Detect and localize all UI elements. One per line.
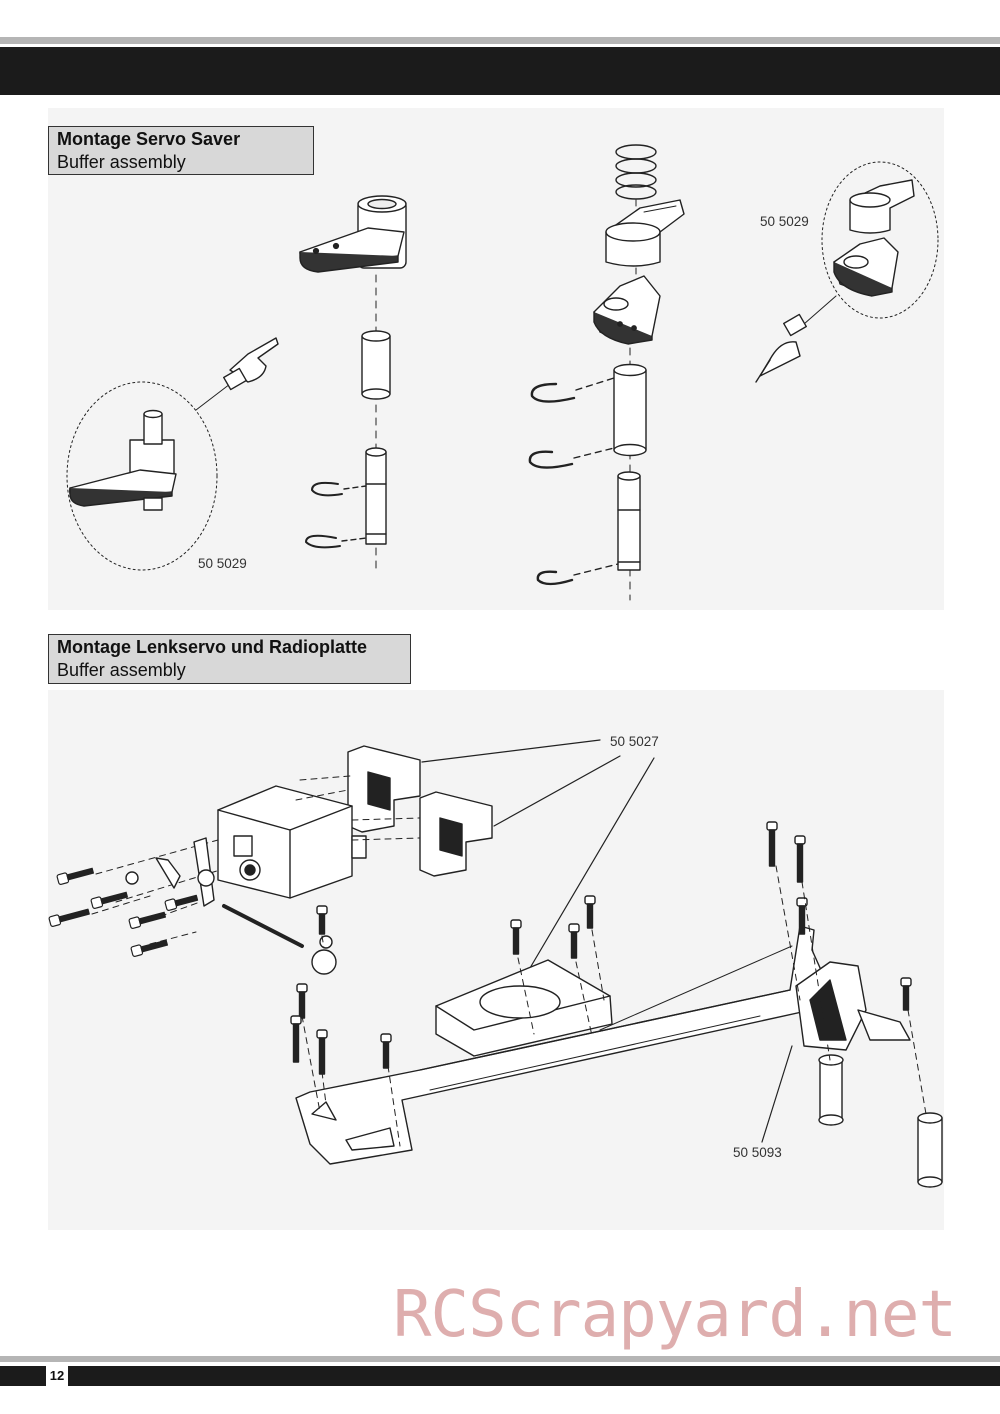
section-title: Montage Lenkservo und Radioplatte: [57, 637, 368, 657]
pointing-hand-icon: [755, 313, 807, 383]
screws-vertical: [290, 821, 912, 1075]
servo-saver-arm-top: [299, 195, 407, 273]
hinge-pin: [365, 447, 387, 545]
bottom-gray-rule: [0, 1356, 1000, 1362]
part-number-right-detail: 50 5029: [760, 214, 809, 229]
pointing-hand-icon: [223, 337, 279, 391]
receiver-tray: [435, 959, 613, 1057]
section-subtitle: Buffer assembly: [57, 660, 186, 680]
section-header-radio-plate: Montage Lenkservo und Radioplatte Buffer…: [48, 634, 411, 684]
servo-saver-upper: [605, 199, 685, 267]
e-clip: [305, 481, 367, 549]
servo-saver-detail-right: [833, 179, 915, 297]
servo-mount-blocks: [347, 745, 493, 877]
part-number-left-detail: 50 5029: [198, 556, 247, 571]
servo-saver-detail-left: [69, 409, 177, 511]
section-header-servo-saver: Montage Servo Saver Buffer assembly: [48, 126, 314, 175]
front-bulkhead: [795, 961, 943, 1188]
spring: [615, 144, 657, 200]
watermark: RCScrapyard.net: [393, 1278, 957, 1352]
top-black-band: [0, 47, 1000, 95]
section-subtitle: Buffer assembly: [57, 152, 186, 172]
steering-link: [222, 904, 337, 975]
section-title: Montage Servo Saver: [57, 129, 241, 149]
screws-left: [48, 867, 199, 957]
steering-servo: [217, 785, 367, 899]
part-number-front-bulkhead: 50 5093: [733, 1145, 782, 1160]
spacer-tube-long: [613, 363, 647, 457]
spacer-tube: [361, 330, 391, 400]
screw-guides: [301, 865, 927, 1147]
servo-saver-lower: [593, 275, 661, 345]
detail-circle-left: [66, 381, 218, 571]
top-gray-rule: [0, 37, 1000, 44]
servo-horn-assembly: [125, 837, 215, 907]
detail-circle-right: [821, 161, 939, 319]
page-number: 12: [46, 1366, 68, 1386]
e-clips: [528, 377, 619, 586]
hinge-pin-long: [617, 471, 641, 571]
radio-plate: [295, 925, 831, 1165]
bottom-black-band: [0, 1366, 1000, 1386]
part-number-servo-mount: 50 5027: [610, 734, 659, 749]
